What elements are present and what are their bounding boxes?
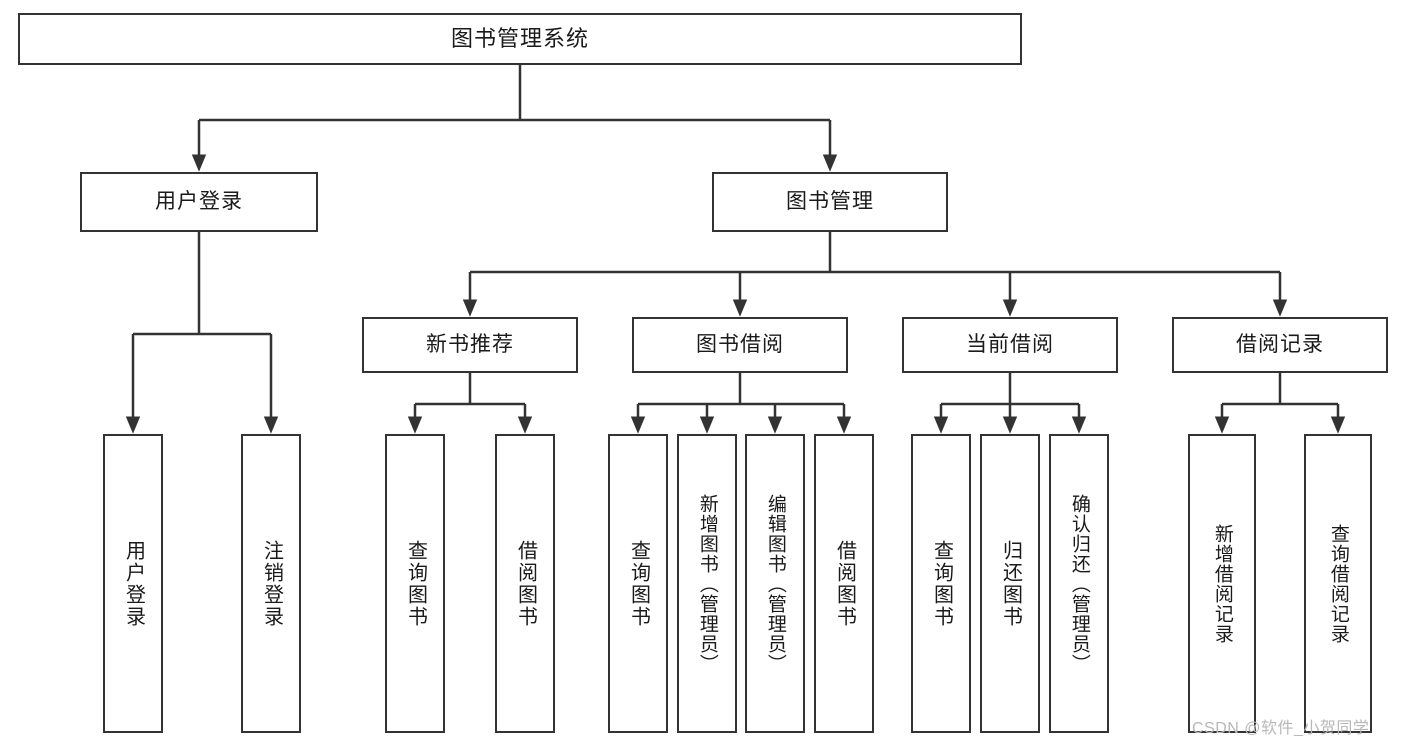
leaf-query-borrow-record[interactable]: 查询借阅记录 bbox=[1304, 434, 1372, 733]
leaf-query-book-borrow[interactable]: 查询图书 bbox=[608, 434, 668, 733]
node-current-borrow[interactable]: 当前借阅 bbox=[902, 317, 1118, 373]
leaf-confirm-return-admin[interactable]: 确认归还（管理员） bbox=[1049, 434, 1109, 733]
csdn-watermark: CSDN @软件_小贺同学 bbox=[1192, 720, 1370, 737]
leaf-label: 新增借阅记录 bbox=[1211, 523, 1233, 644]
leaf-query-book-new-recommend[interactable]: 查询图书 bbox=[385, 434, 445, 733]
leaf-label: 查询借阅记录 bbox=[1327, 523, 1349, 644]
leaf-label: 查询图书 bbox=[627, 539, 650, 628]
leaf-label: 编辑图书（管理员） bbox=[764, 493, 786, 674]
node-user-login[interactable]: 用户登录 bbox=[80, 172, 318, 232]
node-book-borrow[interactable]: 图书借阅 bbox=[632, 317, 848, 373]
leaf-label: 查询图书 bbox=[930, 539, 953, 628]
leaf-label: 用户登录 bbox=[122, 539, 145, 628]
node-book-management[interactable]: 图书管理 bbox=[712, 172, 948, 232]
leaf-label: 借阅图书 bbox=[833, 539, 856, 628]
leaf-label: 确认归还（管理员） bbox=[1068, 493, 1090, 674]
leaf-return-book[interactable]: 归还图书 bbox=[980, 434, 1040, 733]
node-root-book-management-system[interactable]: 图书管理系统 bbox=[18, 13, 1022, 65]
node-new-book-recommend[interactable]: 新书推荐 bbox=[362, 317, 578, 373]
leaf-label: 查询图书 bbox=[404, 539, 427, 628]
leaf-add-book-admin[interactable]: 新增图书（管理员） bbox=[677, 434, 737, 733]
node-borrow-record[interactable]: 借阅记录 bbox=[1172, 317, 1388, 373]
leaf-user-login[interactable]: 用户登录 bbox=[103, 434, 163, 733]
leaf-label: 新增图书（管理员） bbox=[696, 493, 718, 674]
leaf-add-borrow-record[interactable]: 新增借阅记录 bbox=[1188, 434, 1256, 733]
leaf-borrow-book[interactable]: 借阅图书 bbox=[814, 434, 874, 733]
leaf-query-book-current[interactable]: 查询图书 bbox=[911, 434, 971, 733]
leaf-borrow-book-new-recommend[interactable]: 借阅图书 bbox=[495, 434, 555, 733]
leaf-edit-book-admin[interactable]: 编辑图书（管理员） bbox=[745, 434, 805, 733]
leaf-logout[interactable]: 注销登录 bbox=[241, 434, 301, 733]
leaf-label: 归还图书 bbox=[999, 539, 1022, 628]
leaf-label: 注销登录 bbox=[260, 539, 283, 628]
leaf-label: 借阅图书 bbox=[514, 539, 537, 628]
